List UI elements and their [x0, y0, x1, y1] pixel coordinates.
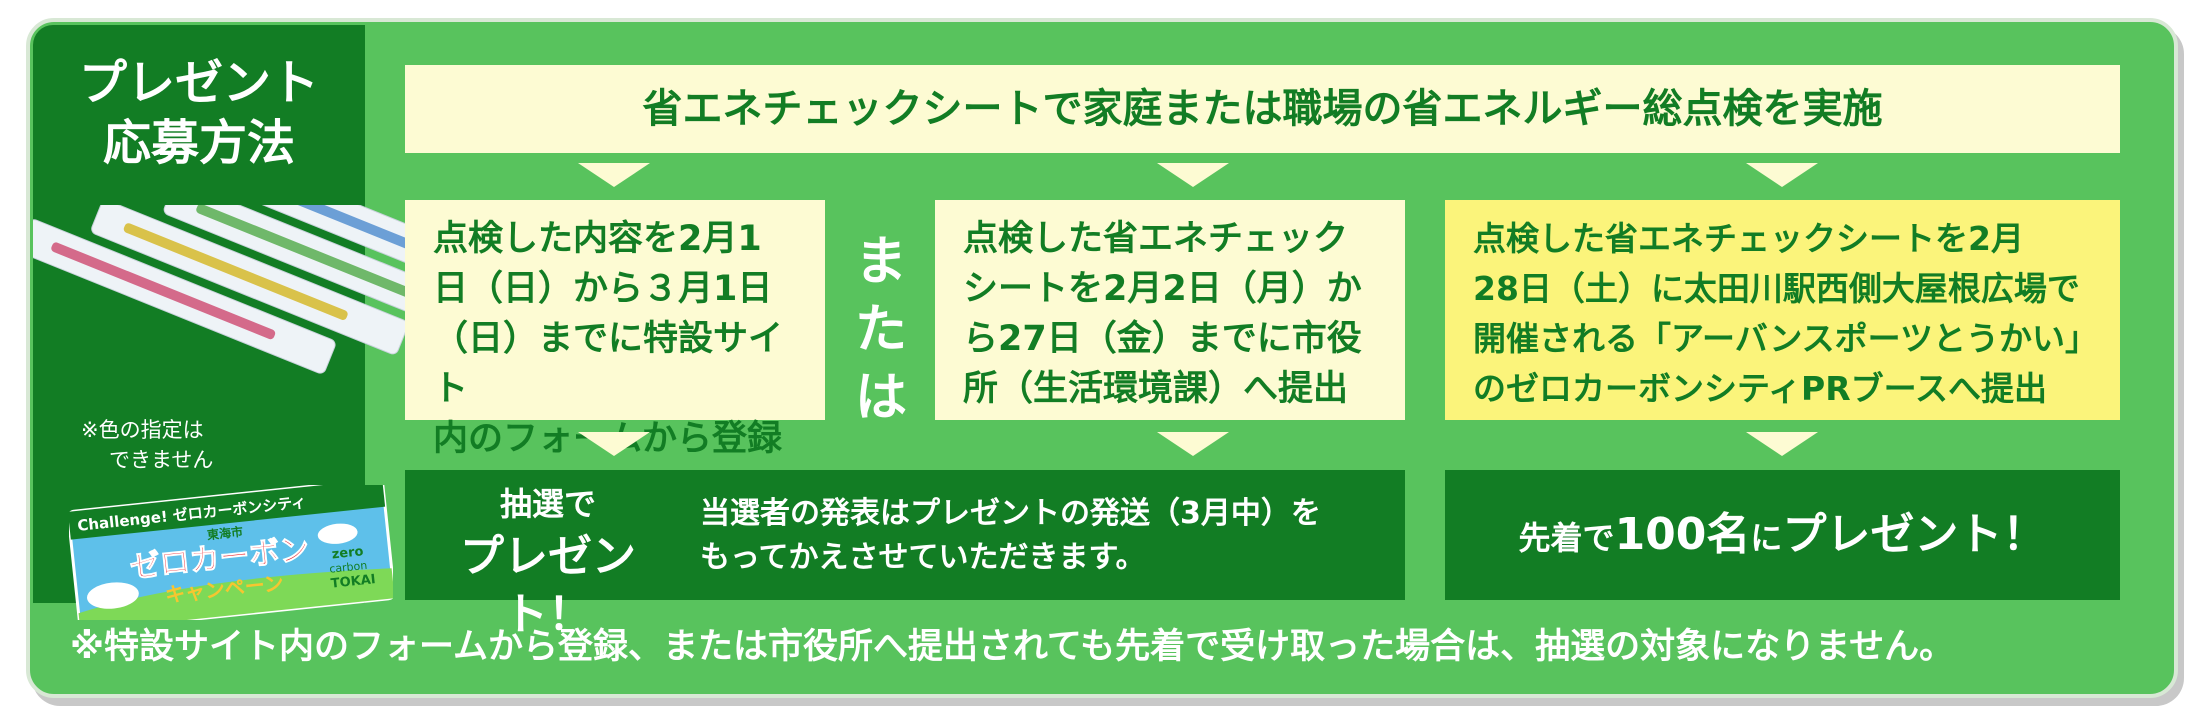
- method-site-line: （日）までに特設サイト: [433, 319, 784, 409]
- arrow-down-icon: [1157, 432, 1229, 456]
- first-come-count: 100名: [1614, 509, 1751, 560]
- method-site-line: 点検した内容を2月1: [433, 219, 762, 259]
- chopsticks-photo: [33, 205, 423, 374]
- method-cityhall-line: ら27日（金）までに市役: [963, 319, 1362, 359]
- first-come-mid: に: [1750, 519, 1783, 557]
- method-event-line: 28日（土）に太田川駅西側大屋根広場で: [1473, 269, 2080, 308]
- footnote: ※特設サイト内のフォームから登録、または市役所へ提出されても先着で受け取った場合…: [70, 627, 1955, 667]
- lottery-label-big: プレゼント！: [460, 531, 636, 640]
- first-come-prefix: 先着で: [1518, 519, 1615, 557]
- side-title: プレゼント 応募方法: [33, 53, 365, 173]
- or-label-char: た: [855, 300, 908, 360]
- method-event-line: 点検した省エネチェックシートを2月: [1473, 219, 2024, 258]
- method-cityhall-line: 所（生活環境課）へ提出: [963, 369, 1349, 409]
- side-panel: プレゼント 応募方法 ※色の指定は できません Challenge! ゼロカーボ…: [33, 25, 423, 620]
- color-note-line2: できません: [109, 448, 214, 472]
- lottery-label-top: 抽選で: [499, 485, 596, 523]
- or-label: ま た は: [855, 228, 908, 432]
- first-come-suffix: プレゼント！: [1782, 509, 2047, 560]
- method-cityhall-line: 点検した省エネチェック: [963, 219, 1349, 259]
- arrow-down-icon: [578, 432, 650, 456]
- method-event-booth: 点検した省エネチェックシートを2月 28日（土）に太田川駅西側大屋根広場で 開催…: [1445, 200, 2120, 420]
- side-title-line2: 応募方法: [102, 115, 295, 171]
- lottery-box: 抽選で プレゼント！ 当選者の発表はプレゼントの発送（3月中）を もってかえさせ…: [405, 470, 1405, 640]
- color-note: ※色の指定は できません: [81, 415, 213, 475]
- sticker-city: 東海市: [206, 524, 243, 543]
- lottery-text-line2: もってかえさせていただきます。: [700, 540, 1146, 575]
- method-event-line: のゼロカーボンシティPRブースへ提出: [1473, 369, 2047, 408]
- arrow-down-icon: [578, 163, 650, 187]
- color-note-line1: ※色の指定は: [81, 418, 204, 442]
- sticker-zero-3: TOKAI: [330, 572, 376, 592]
- arrow-down-icon: [1157, 163, 1229, 187]
- first-come-box: 先着で100名にプレゼント！: [1445, 470, 2120, 600]
- side-title-line1: プレゼント: [78, 55, 319, 111]
- method-site: 点検した内容を2月1 日（日）から３月1日 （日）までに特設サイト 内のフォーム…: [405, 200, 825, 459]
- top-banner: 省エネチェックシートで家庭または職場の省エネルギー総点検を実施: [405, 65, 2120, 153]
- or-label-char: ま: [855, 232, 908, 292]
- arrow-down-icon: [1746, 432, 1818, 456]
- method-cityhall-line: シートを2月2日（月）か: [963, 269, 1362, 309]
- sticker-zero-1: zero: [331, 544, 364, 562]
- method-event-line: 開催される「アーバンスポーツとうかい」: [1473, 319, 2099, 358]
- method-cityhall: 点検した省エネチェック シートを2月2日（月）か ら27日（金）までに市役 所（…: [935, 200, 1405, 420]
- lottery-text-line1: 当選者の発表はプレゼントの発送（3月中）を: [700, 496, 1321, 531]
- arrow-down-icon: [1746, 163, 1818, 187]
- method-site-line: 日（日）から３月1日: [433, 269, 773, 309]
- or-label-char: は: [855, 368, 908, 428]
- zero-carbon-sticker: Challenge! ゼロカーボンシティ 東海市 ゼロカーボン キャンペーン z…: [69, 485, 393, 620]
- sticker-zero-2: carbon: [329, 559, 368, 576]
